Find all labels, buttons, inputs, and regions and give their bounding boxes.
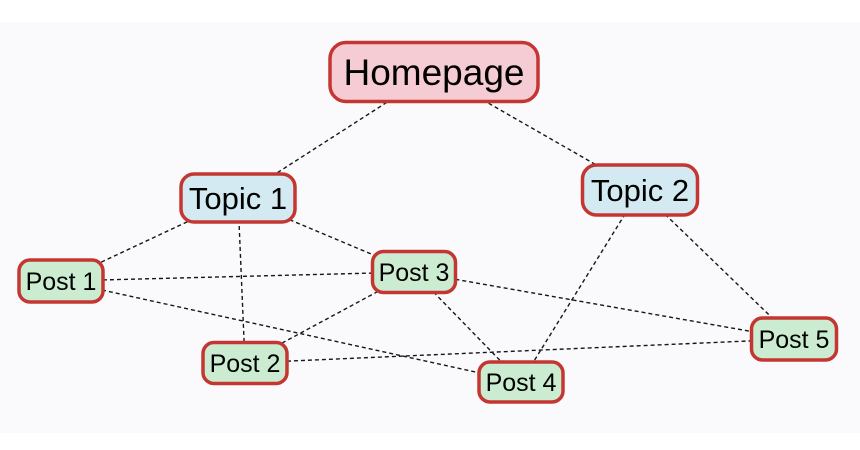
node-post3[interactable]: Post 3 (370, 249, 458, 295)
node-label-post5: Post 5 (759, 326, 830, 354)
edge-post3-post5 (413, 271, 795, 340)
post-node-shape (370, 249, 458, 295)
edge-post1-post4 (60, 280, 522, 383)
node-label-post1: Post 1 (26, 268, 97, 296)
node-post5[interactable]: Post 5 (749, 316, 839, 362)
node-post4[interactable]: Post 4 (477, 360, 565, 404)
post-node-shape (201, 340, 289, 386)
edge-post1-post3 (60, 271, 415, 282)
homepage-node-shape (328, 40, 540, 104)
node-label-post2: Post 2 (210, 350, 281, 378)
post-node-shape (477, 360, 565, 404)
edge-post2-post5 (244, 338, 795, 364)
node-label-post3: Post 3 (379, 259, 450, 287)
node-label-topic1: Topic 1 (189, 181, 287, 216)
edge-topic2-post4 (520, 189, 641, 383)
post-node-shape (17, 258, 105, 304)
node-label-post4: Post 4 (486, 369, 557, 397)
topic-node-shape (580, 163, 700, 217)
node-topic1[interactable]: Topic 1 (179, 172, 297, 224)
post-node-shape (749, 316, 839, 362)
node-homepage[interactable]: Homepage (328, 40, 540, 104)
node-post1[interactable]: Post 1 (17, 258, 105, 304)
node-post2[interactable]: Post 2 (201, 340, 289, 386)
node-label-topic2: Topic 2 (591, 173, 689, 208)
node-label-homepage: Homepage (343, 52, 524, 93)
topic-node-shape (179, 172, 297, 224)
node-topic2[interactable]: Topic 2 (580, 163, 700, 217)
